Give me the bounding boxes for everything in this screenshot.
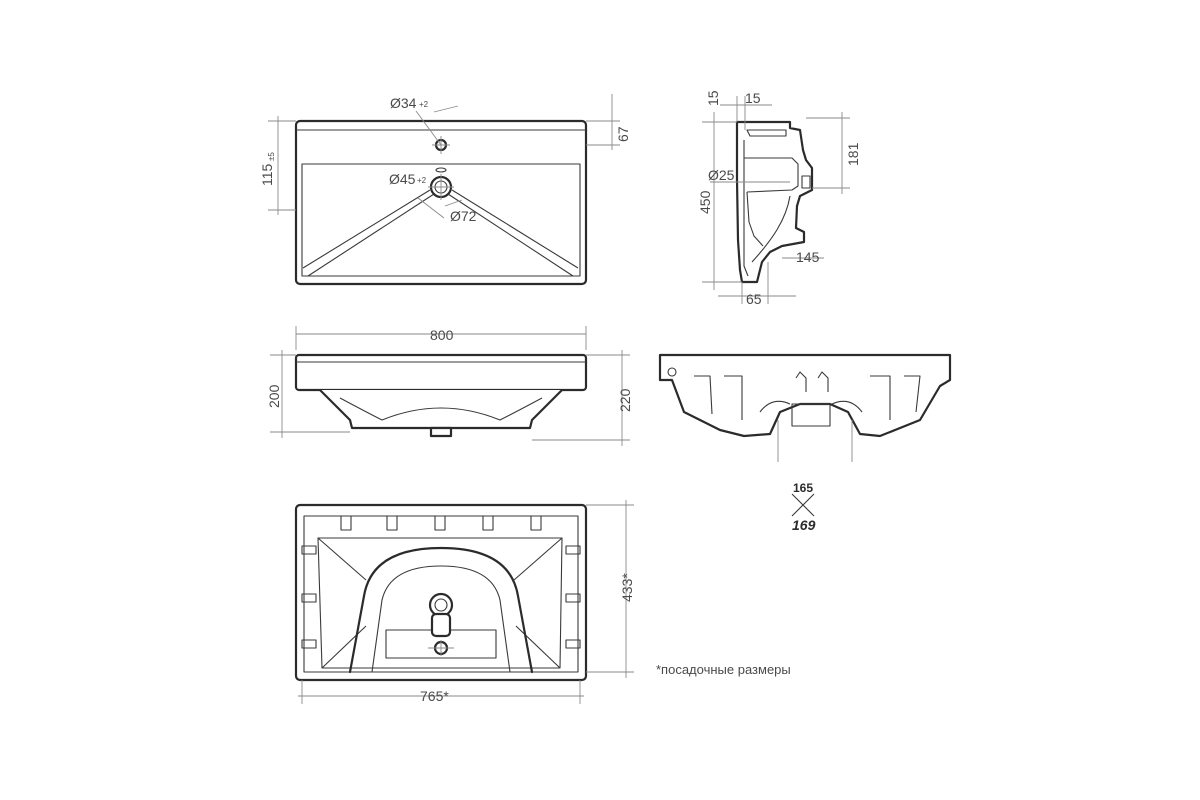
dim-drain-hole: Ø45	[389, 171, 416, 187]
rear-view	[658, 353, 952, 462]
dim-depth-left-tol: ±5	[267, 152, 276, 161]
dim-front-height-right: 220	[617, 388, 633, 412]
side-view: 15 15 181 Ø25 450 145 65	[697, 90, 861, 307]
footnote: *посадочные размеры	[656, 662, 791, 677]
dim-bottom-depth: 433*	[619, 573, 635, 602]
dim-overflow-height: 181	[845, 142, 861, 166]
dim-depth-left: 115	[259, 163, 275, 186]
dim-drain-offset: 145	[796, 249, 820, 265]
dim-total-depth: 450	[697, 190, 713, 214]
dim-back-edge: 67	[615, 126, 631, 142]
dim-tap-hole: Ø34	[390, 95, 417, 111]
top-view: Ø34 +2 Ø45 +2 Ø72 115 ±5 67	[259, 94, 631, 286]
dim-tap-hole-tol: +2	[419, 100, 429, 109]
packaging-value-top: 165	[793, 481, 813, 495]
dim-drain-seat: Ø72	[450, 208, 477, 224]
dim-front-width: 800	[430, 327, 454, 343]
dim-drain-hole-tol: +2	[417, 176, 427, 185]
dim-wall-1: 15	[705, 90, 721, 106]
dim-wall-2: 15	[745, 90, 761, 106]
dim-overflow-hole: Ø25	[708, 167, 735, 183]
packaging-size: 165 169	[791, 481, 816, 533]
packaging-value-bottom: 169	[792, 517, 816, 533]
drain-hole	[428, 174, 454, 200]
dim-front-height: 200	[266, 384, 282, 408]
dim-bottom-offset: 65	[746, 291, 762, 307]
bottom-view: 765* 433*	[294, 500, 635, 704]
front-view: 800 200 220	[266, 326, 633, 446]
dim-bottom-width: 765*	[420, 688, 449, 704]
